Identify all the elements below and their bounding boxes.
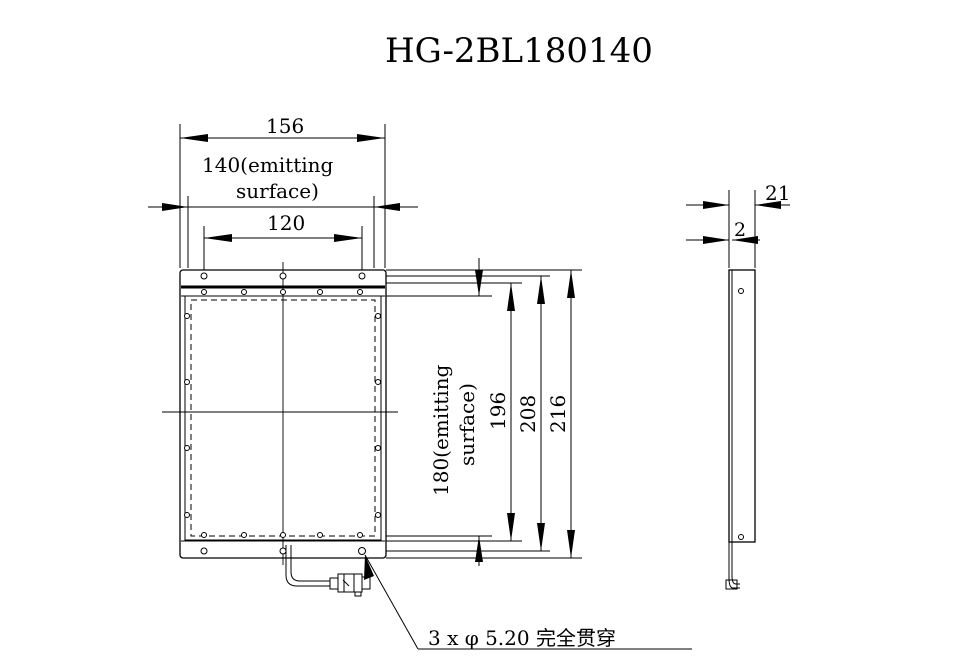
dim-156-label: 156: [266, 114, 304, 138]
screw-column-right: [375, 313, 381, 518]
side-view: [725, 269, 756, 590]
dim-2-label: 2: [734, 219, 746, 241]
dimension-216: 216: [546, 270, 575, 558]
side-screw-bottom: [738, 534, 744, 540]
vertical-dimension-extensions: [386, 269, 582, 559]
dimension-156: 156: [179, 114, 386, 268]
side-screw-top: [738, 288, 744, 294]
dim-216-label: 216: [546, 395, 570, 433]
dimension-208: 208: [516, 276, 545, 551]
dim-180-label-2: surface): [455, 383, 479, 466]
dim-120-label: 120: [267, 211, 305, 235]
side-body: [728, 269, 756, 543]
front-view: [162, 262, 398, 597]
mount-hole-bottom-center: [279, 547, 287, 555]
mount-hole-bottom-left: [200, 547, 208, 555]
screw-column-left: [184, 313, 190, 518]
hole-callout: 3 x φ 5.20 完全贯穿: [364, 554, 692, 650]
dim-196-label: 196: [486, 392, 510, 430]
hole-note-label: 3 x φ 5.20 完全贯穿: [428, 626, 616, 650]
screw-row-top: [201, 289, 363, 295]
dimension-196: 196: [486, 283, 515, 541]
dim-180-label: 180(emitting: [429, 364, 453, 496]
mount-hole-top-right: [358, 272, 366, 280]
dim-140-label-2: surface): [236, 179, 319, 203]
dimension-180: 180(emitting surface): [429, 258, 483, 566]
dim-208-label: 208: [516, 395, 540, 433]
model-title: HG-2BL180140: [385, 31, 653, 71]
cable-connector: [285, 545, 371, 597]
mount-hole-bottom-right: [358, 547, 366, 555]
dimension-2: 2: [686, 219, 760, 244]
dimension-140: 140(emitting surface): [148, 153, 418, 268]
dimension-21: 21: [686, 181, 790, 268]
mount-hole-top-center: [279, 272, 287, 280]
screw-row-bottom: [201, 532, 363, 538]
mount-hole-top-left: [200, 272, 208, 280]
dim-21-label: 21: [765, 181, 790, 205]
dim-140-label: 140(emitting: [202, 153, 334, 177]
dimension-120: 120: [203, 211, 363, 270]
